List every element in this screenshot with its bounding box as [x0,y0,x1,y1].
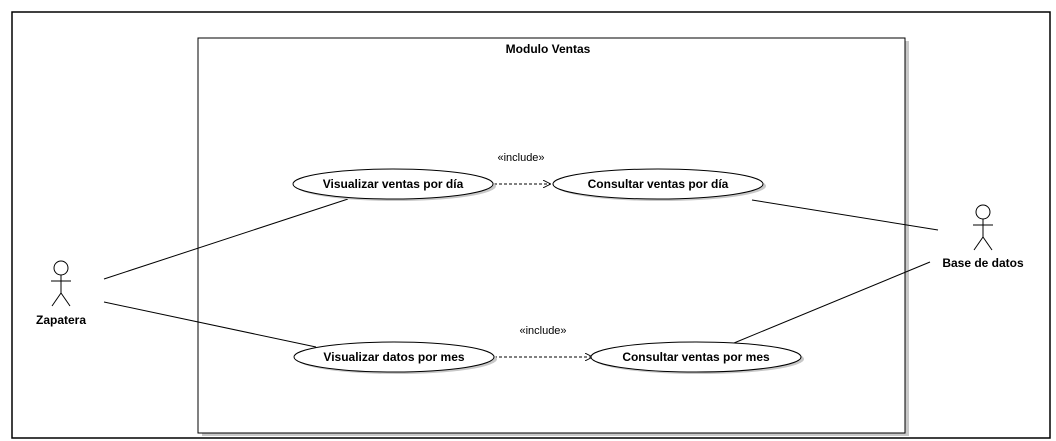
use-case-ellipse [552,168,764,200]
outer-frame [11,11,1051,439]
include-label-top: «include» [497,152,544,164]
use-case-label: Consultar ventas por mes [622,350,770,364]
use-case-label: Visualizar ventas por día [323,177,464,191]
use-case-label: Visualizar datos por mes [323,350,464,364]
system-boundary[interactable] [197,37,906,434]
stick-figure-icon [973,204,993,251]
use-case-label: Consultar ventas por día [588,177,729,191]
use-case-ellipse [590,341,802,373]
association-zapatera-visualizar-mes[interactable] [103,301,317,348]
use-case-ellipse [293,341,495,373]
actor-label: Base de datos [942,256,1024,270]
use-case-consultar-ventas-dia[interactable]: Consultar ventas por día [552,168,764,200]
system-title: Modulo Ventas [506,42,591,56]
use-case-visualizar-ventas-dia[interactable]: Visualizar ventas por día [292,168,494,200]
actor-zapatera[interactable]: Zapatera [36,260,86,327]
actor-base-de-datos[interactable]: Base de datos [942,204,1024,270]
association-consultar-dia-base[interactable] [751,199,939,231]
actor-label: Zapatera [36,313,86,327]
association-zapatera-visualizar-dia[interactable] [103,198,349,280]
use-case-consultar-ventas-mes[interactable]: Consultar ventas por mes [590,341,802,373]
association-consultar-mes-base[interactable] [733,261,931,344]
use-case-visualizar-datos-mes[interactable]: Visualizar datos por mes [293,341,495,373]
use-case-ellipse [292,168,494,200]
include-label-bottom: «include» [519,325,566,337]
stick-figure-icon [51,260,71,307]
